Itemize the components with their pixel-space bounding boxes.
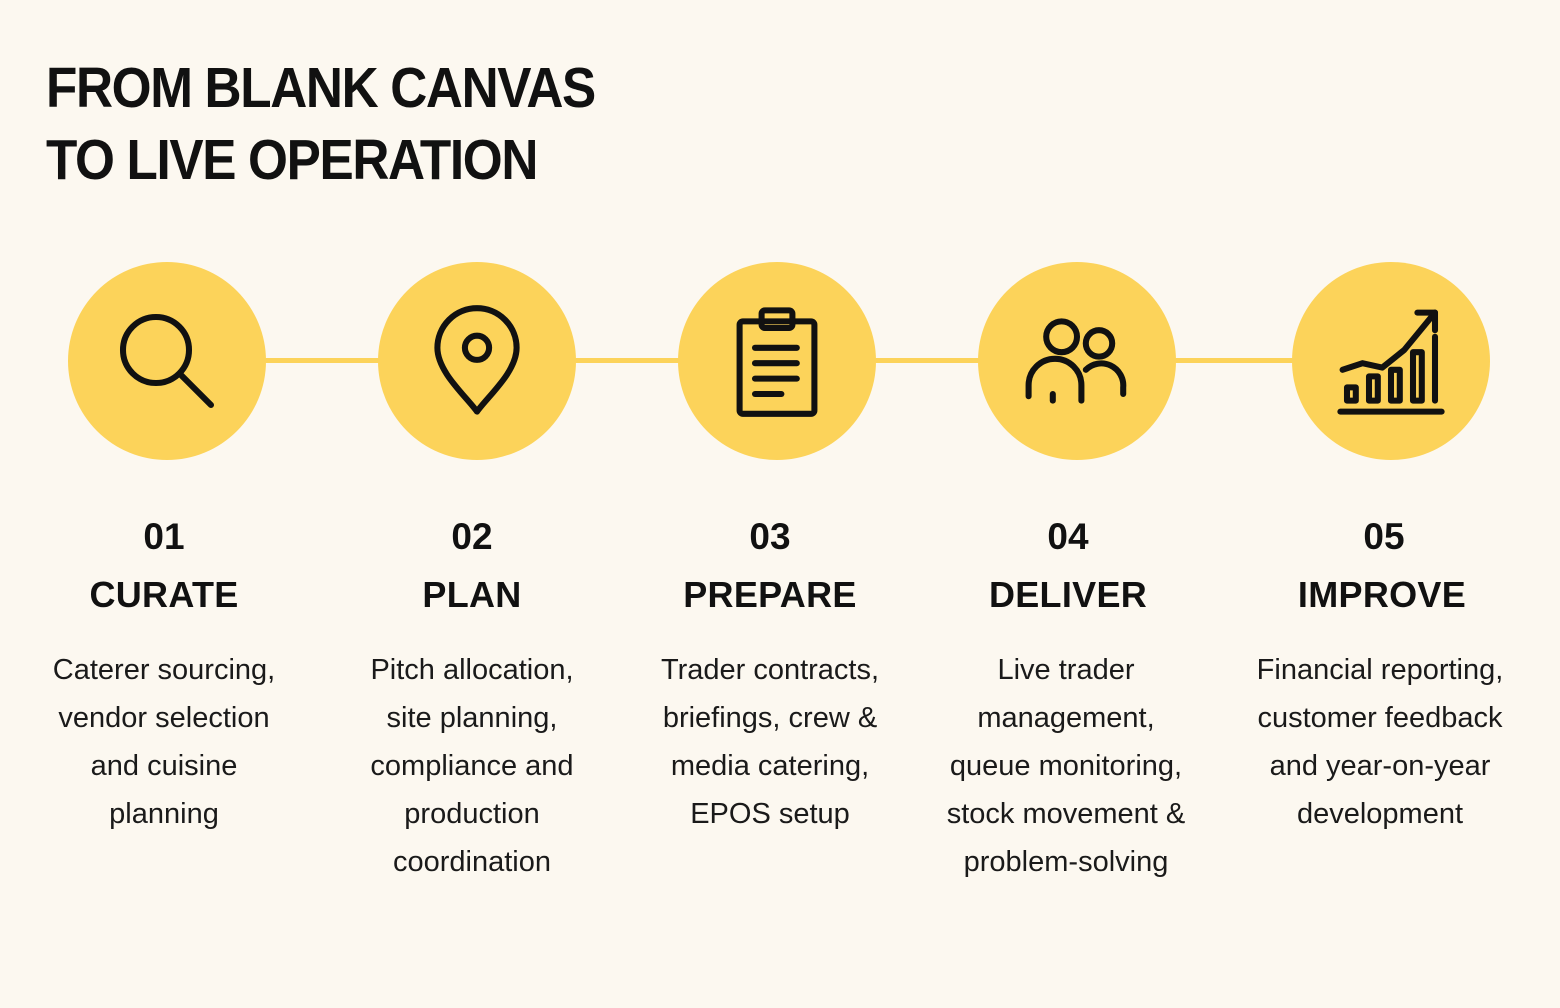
description-line: Caterer sourcing, [52,654,276,686]
step-4-number: 04 [1047,516,1089,557]
description-line: Pitch allocation, [370,654,574,686]
description-line: Trader contracts, [660,654,880,686]
title-line-1: FROM BLANK CANVAS [46,56,596,120]
description-line: EPOS setup [690,798,850,830]
description-line: Financial reporting, [1256,654,1504,686]
description-line: Live trader [997,654,1135,686]
description-line: and cuisine [90,750,238,782]
step-5-description: Financial reporting, customer feedback a… [1230,646,1530,838]
description-line: queue monitoring, [949,750,1183,782]
step-3-description: Trader contracts, briefings, crew & medi… [620,646,920,838]
step-1-description: Caterer sourcing, vendor selection and c… [14,646,314,838]
step-2-description: Pitch allocation, site planning, complia… [322,646,622,886]
description-line: coordination [393,846,551,878]
step-2-circle [378,262,576,460]
step-5-name: IMPROVE [1297,574,1467,615]
description-line: planning [109,798,219,830]
step-2-name: PLAN [422,574,522,615]
description-line: stock movement & [946,798,1186,830]
people-icon [1025,318,1127,404]
step-3-name: PREPARE [683,574,857,615]
clipboard-icon [736,307,818,417]
description-line: production [404,798,540,830]
description-line: site planning, [386,702,558,734]
step-1-circle [68,262,266,460]
description-line: development [1296,798,1464,830]
step-4-name: DELIVER [988,574,1148,615]
step-2-number: 02 [451,516,493,557]
magnifying-glass-icon [119,313,215,409]
description-line: media catering, [670,750,870,782]
description-line: customer feedback [1257,702,1503,734]
description-line: vendor selection [58,702,270,734]
description-line: compliance and [370,750,574,782]
step-4-description: Live trader management, queue monitoring… [916,646,1216,886]
page-title: FROM BLANK CANVAS TO LIVE OPERATION [46,52,596,196]
growth-chart-icon [1337,309,1445,415]
description-line: problem-solving [963,846,1169,878]
step-4-circle [978,262,1176,460]
description-line: management, [977,702,1155,734]
description-line: and year-on-year [1269,750,1491,782]
step-1-name: CURATE [89,574,239,615]
title-line-2: TO LIVE OPERATION [46,128,538,192]
step-5-circle [1292,262,1490,460]
step-1-number: 01 [143,516,185,557]
step-3-circle [678,262,876,460]
map-pin-icon [434,305,520,415]
step-5-number: 05 [1363,516,1405,557]
description-line: briefings, crew & [662,702,878,734]
step-3-number: 03 [749,516,791,557]
